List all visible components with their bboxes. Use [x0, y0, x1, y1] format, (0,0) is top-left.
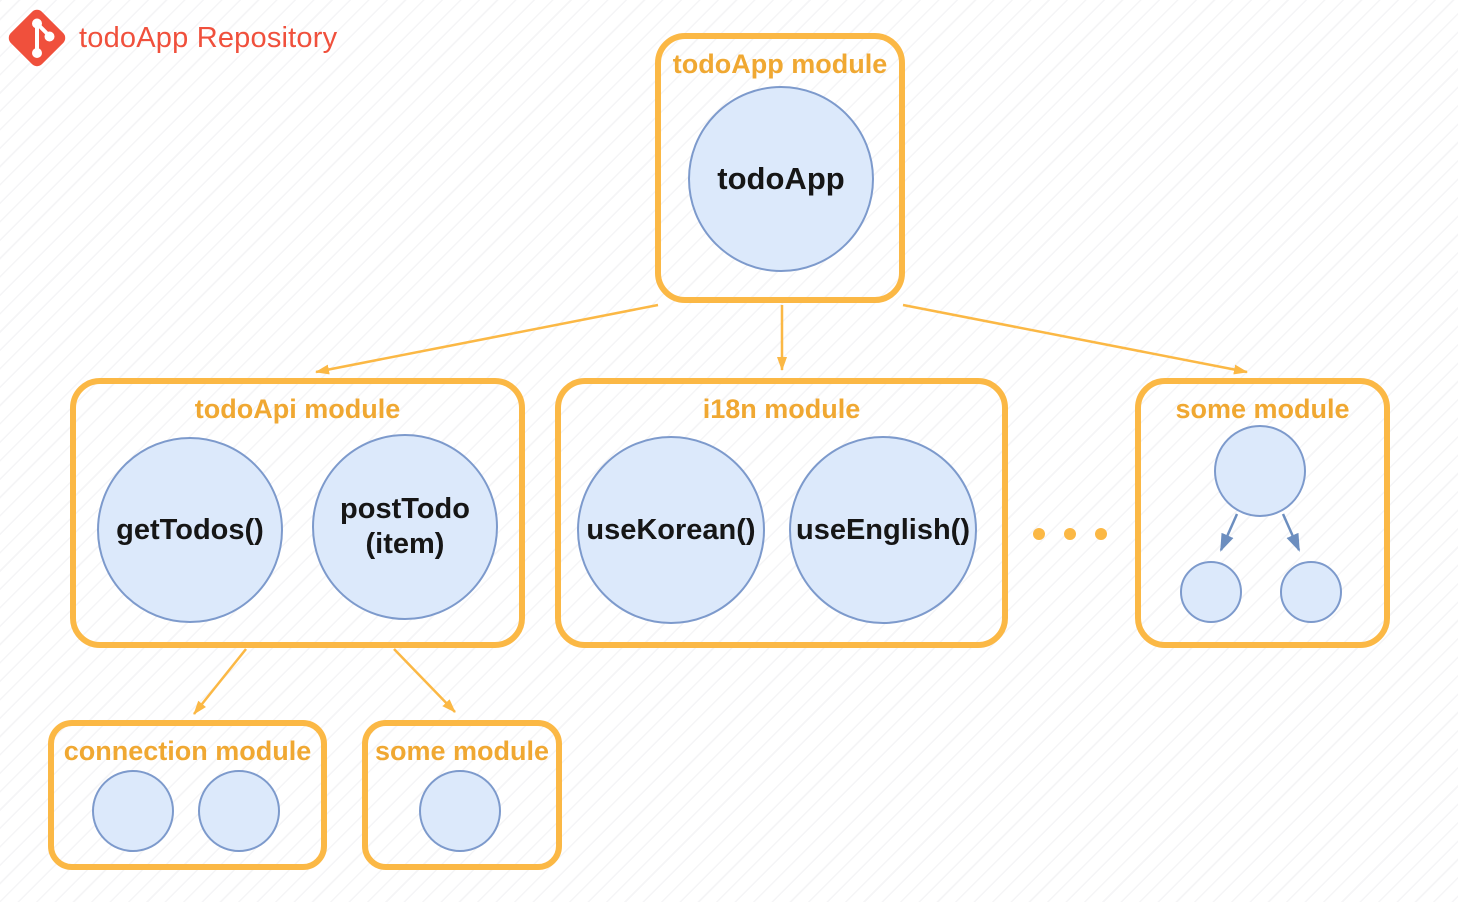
repo-title: todoApp Repository [79, 21, 338, 54]
module-box-some-bottom: some module [362, 720, 562, 870]
module-title-some-right: some module [1175, 394, 1350, 424]
module-title-i18n: i18n module [702, 394, 861, 424]
some-bottom-node [419, 770, 501, 852]
arrow-todoapi-to-connection [193, 648, 247, 715]
connection-node-1 [92, 770, 174, 852]
node-posttodo: postTodo (item) [312, 434, 498, 620]
node-gettodos-label: getTodos() [116, 513, 264, 546]
module-title-connection: connection module [63, 736, 312, 766]
module-title-some-bottom: some module [374, 736, 550, 766]
connection-node-2 [198, 770, 280, 852]
repo-header: todoApp Repository [5, 6, 337, 70]
module-title-todoapp: todoApp module [672, 49, 888, 79]
module-box-i18n: i18n module [555, 378, 1008, 648]
module-box-todoapi: todoApi module [70, 378, 525, 648]
module-title-todoapi: todoApi module [194, 394, 401, 424]
node-useenglish: useEnglish() [789, 436, 977, 624]
node-usekorean-label: useKorean() [586, 513, 756, 546]
node-todoapp-label: todoApp [717, 161, 845, 197]
module-box-todoapp: todoApp module [655, 33, 905, 303]
tree-root-node [1214, 425, 1306, 517]
arrow-todoapp-to-some [902, 303, 1248, 375]
ellipsis-dot [1095, 528, 1107, 540]
module-box-some-right: some module [1135, 378, 1390, 648]
node-posttodo-line1: postTodo [340, 493, 470, 526]
git-logo-icon [8, 9, 66, 67]
ellipsis-dot [1064, 528, 1076, 540]
arrow-todoapi-to-some-bottom [393, 648, 456, 713]
node-usekorean: useKorean() [577, 436, 765, 624]
node-todoapp: todoApp [688, 86, 874, 272]
ellipsis-dot [1033, 528, 1045, 540]
module-box-connection: connection module [48, 720, 327, 870]
node-posttodo-label: postTodo (item) [340, 492, 470, 562]
node-useenglish-label: useEnglish() [795, 513, 970, 546]
arrow-todoapp-to-todoapi [315, 303, 659, 375]
tree-child-right [1280, 561, 1342, 623]
tree-child-left [1180, 561, 1242, 623]
ellipsis-dots [1033, 528, 1107, 540]
node-posttodo-line2: (item) [365, 528, 445, 560]
node-gettodos: getTodos() [97, 437, 283, 623]
